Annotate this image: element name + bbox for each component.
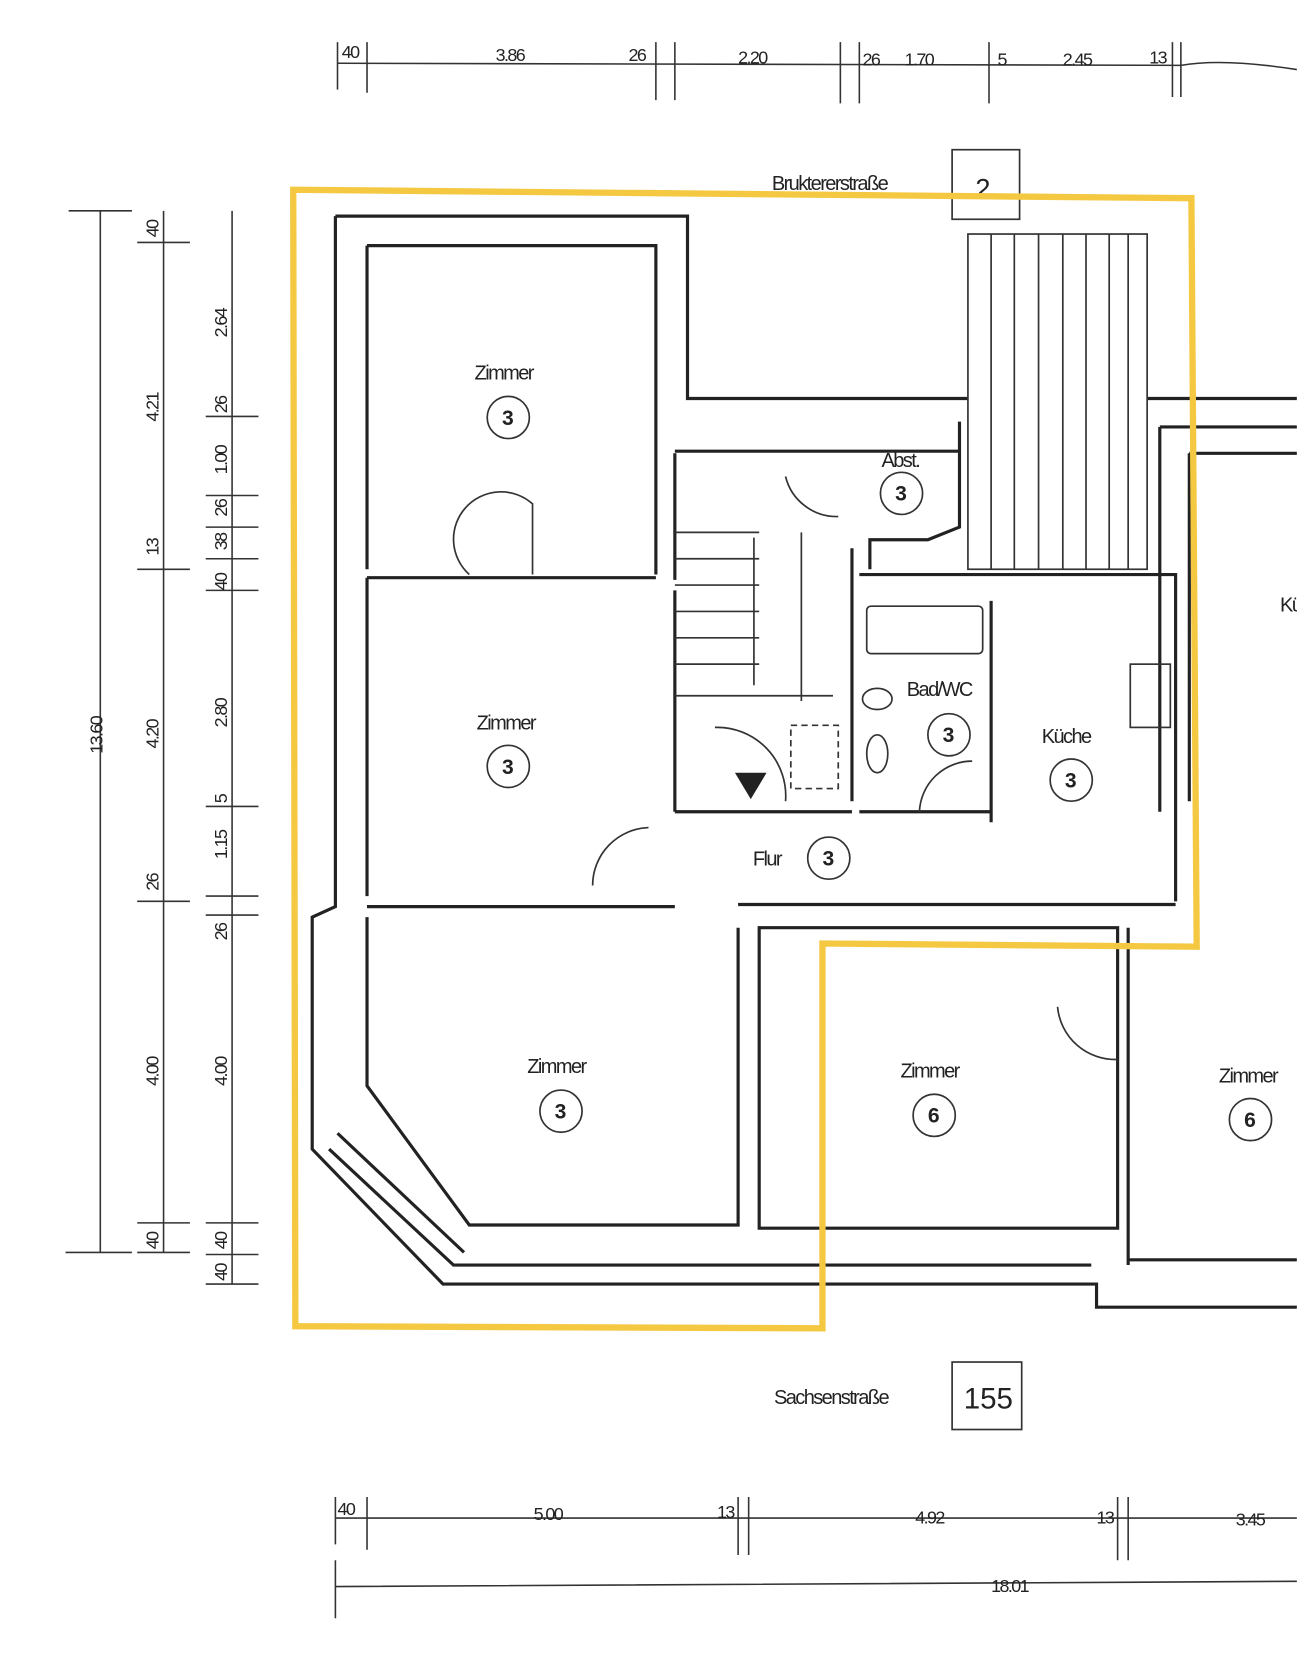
walls — [310, 214, 1297, 1309]
dim-left-mid-5: 4.00 — [142, 1056, 162, 1086]
room-labels: Zimmer 3 Zimmer 3 Zimmer 3 Abst. 3 Bad/WC 3 K… — [475, 363, 1297, 1142]
dim-top-6: 5 — [997, 49, 1007, 69]
room-zimmer-2: Zimmer 3 — [477, 713, 538, 789]
room-zimmer-3: Zimmer 3 — [527, 1056, 589, 1134]
room-zimmer-6b: Zimmer 6 — [1219, 1066, 1281, 1142]
dim-bottom-5: 3.45 — [1236, 1509, 1266, 1529]
apartment-highlight-outline — [290, 186, 1200, 1332]
svg-text:3: 3 — [555, 1101, 567, 1124]
dim-top-3: 2.20 — [738, 47, 768, 67]
dim-left-inner-7: 5 — [211, 793, 231, 803]
dim-left-inner-1: 26 — [211, 395, 231, 413]
dim-bottom-1: 5.00 — [534, 1504, 564, 1524]
svg-text:Zimmer: Zimmer — [477, 713, 537, 735]
svg-text:3: 3 — [502, 756, 514, 779]
room-bad-wc: Bad/WC 3 — [907, 679, 975, 757]
svg-text:Zimmer: Zimmer — [1219, 1066, 1279, 1088]
dim-left-mid-6: 40 — [142, 1231, 162, 1249]
stove — [1129, 663, 1172, 729]
svg-text:Kü: Kü — [1280, 594, 1297, 616]
dim-left-mid-1: 4.21 — [142, 392, 162, 422]
sink — [865, 733, 889, 774]
svg-text:3: 3 — [895, 483, 907, 506]
street-bottom-number: 155 — [964, 1382, 1013, 1415]
dim-top-0: 40 — [342, 42, 360, 62]
svg-text:3: 3 — [822, 848, 834, 871]
svg-text:3: 3 — [502, 407, 514, 430]
bottom-dimension-lines: 40 5.00 13 4.92 13 3.45 18.01 — [334, 1496, 1297, 1619]
toilet — [861, 687, 893, 711]
dim-bottom-4: 13 — [1097, 1507, 1115, 1527]
room-zimmer-6a: Zimmer 6 — [900, 1060, 962, 1138]
dim-left-inner-9: 26 — [211, 922, 231, 940]
dim-top-1: 3.86 — [496, 45, 526, 65]
svg-text:Bad/WC: Bad/WC — [907, 679, 973, 701]
dim-left-inner-10: 4.00 — [211, 1056, 231, 1086]
dim-bottom-0: 40 — [338, 1499, 356, 1519]
svg-text:3: 3 — [943, 724, 955, 747]
room-abst: Abst. 3 — [879, 450, 924, 516]
dim-left-inner-6: 2.80 — [211, 697, 231, 727]
svg-text:Zimmer: Zimmer — [475, 363, 535, 385]
street-bottom-number-box — [951, 1361, 1023, 1431]
room-kueche: Küche 3 — [1042, 726, 1094, 803]
balcony — [967, 233, 1148, 571]
dim-bottom-total: 18.01 — [991, 1576, 1030, 1596]
street-top-name: Brukterer­straße — [772, 173, 889, 195]
top-dimension-line: 40 3.86 26 2.20 26 1.70 5 2.45 13 — [336, 42, 1297, 104]
dim-left-inner-12: 40 — [211, 1262, 231, 1280]
street-top-number-box — [951, 148, 1021, 221]
dim-left-total: 13.60 — [86, 715, 106, 754]
svg-text:Zimmer: Zimmer — [527, 1056, 587, 1078]
dim-left-mid-0: 40 — [142, 219, 162, 237]
dim-top-5: 1.70 — [905, 49, 935, 69]
left-dimension-lines: 13.60 40 4.21 13 4.20 26 4.00 40 2.64 26… — [65, 210, 259, 1285]
dim-left-mid-3: 4.20 — [142, 718, 162, 748]
dim-top-4: 26 — [863, 49, 881, 69]
storage-box — [789, 724, 840, 790]
street-top-number: 2 — [975, 173, 990, 204]
dim-top-8: 13 — [1149, 47, 1167, 67]
room-zimmer-1: Zimmer 3 — [475, 363, 536, 440]
svg-text:6: 6 — [928, 1105, 940, 1128]
dim-left-inner-5: 40 — [211, 572, 231, 590]
dim-left-inner-0: 2.64 — [211, 307, 231, 337]
dim-left-inner-4: 38 — [211, 532, 231, 550]
bathtub — [865, 605, 984, 655]
svg-text:Flur: Flur — [753, 849, 783, 871]
meter-icon — [734, 772, 767, 800]
room-kueche-partial: Kü — [1280, 594, 1297, 616]
dim-left-inner-11: 40 — [211, 1231, 231, 1249]
room-flur: Flur 3 — [753, 836, 851, 881]
dim-left-inner-8: 1.15 — [211, 829, 231, 859]
dim-top-2: 26 — [628, 45, 646, 65]
dim-left-inner-2: 1.00 — [211, 444, 231, 474]
svg-text:6: 6 — [1244, 1109, 1256, 1132]
svg-text:3: 3 — [1065, 769, 1077, 792]
svg-text:Abst.: Abst. — [881, 450, 919, 472]
svg-text:Küche: Küche — [1042, 726, 1092, 748]
dim-bottom-3: 4.92 — [915, 1507, 945, 1527]
dim-top-7: 2.45 — [1063, 49, 1093, 69]
dim-left-mid-2: 13 — [142, 537, 162, 555]
street-bottom-name: Sachsenstraße — [774, 1387, 890, 1409]
dim-left-inner-3: 26 — [211, 498, 231, 516]
svg-text:Zimmer: Zimmer — [900, 1060, 960, 1082]
dim-left-mid-4: 26 — [142, 872, 162, 890]
dim-bottom-2: 13 — [717, 1502, 735, 1522]
